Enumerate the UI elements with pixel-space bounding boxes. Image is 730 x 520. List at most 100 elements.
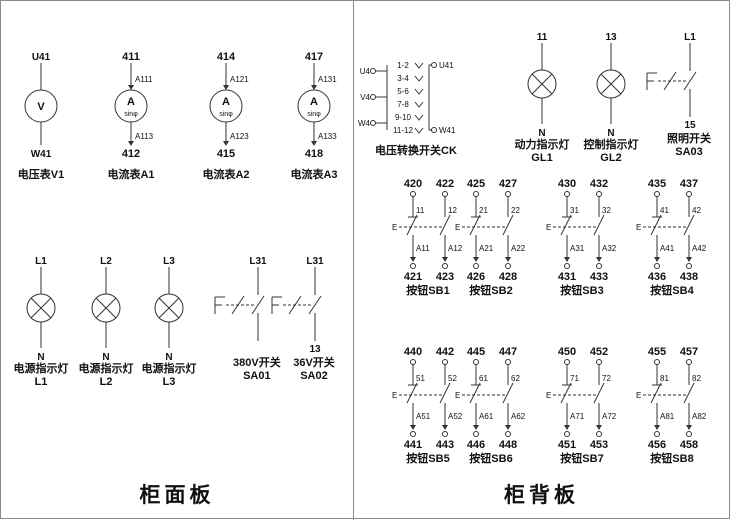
contact-label: 42	[692, 206, 701, 215]
ammeter-graphics	[114, 63, 148, 146]
lamp-symbol: 13 N	[596, 32, 626, 139]
actuator-label: E	[546, 391, 551, 400]
lamp-symbol: L3 N	[154, 256, 184, 363]
wire-label-out: A133	[318, 132, 337, 141]
contact-label: A41	[660, 244, 675, 253]
meter-letter: V	[37, 101, 45, 113]
terminal-number-bottom: 412	[122, 148, 140, 160]
terminal-label-top: 11	[537, 32, 548, 43]
pushbutton-graphics	[462, 359, 514, 437]
contact-label: 32	[602, 206, 611, 215]
contact-label: A51	[416, 412, 431, 421]
component-name: 电压转换开关CK	[375, 145, 457, 157]
terminal-number: 438	[680, 271, 698, 283]
contact-label: A72	[602, 412, 617, 421]
lamp-graphics	[527, 43, 557, 124]
pushbutton-symbol: 435 437 41 42 E A41 A42 436 438	[636, 178, 707, 283]
actuator-label: E	[392, 391, 397, 400]
contact-label: A31	[570, 244, 585, 253]
lamp-symbol: 11 N	[527, 32, 557, 139]
contact-label: A81	[660, 412, 675, 421]
terminal-label-bottom: N	[165, 352, 172, 363]
component-name: 按钮SB7	[560, 453, 604, 465]
terminal-number: 443	[436, 439, 454, 451]
component-name: 按钮SB3	[560, 285, 604, 297]
component-name: 按钮SB5	[406, 453, 450, 465]
terminal-number: 428	[499, 271, 517, 283]
contact-label: 22	[511, 206, 520, 215]
terminal-number: 447	[499, 346, 517, 358]
contact-label: A12	[448, 244, 463, 253]
actuator-label: E	[455, 223, 460, 232]
lamp-symbol: L2 N	[91, 256, 121, 363]
terminal-number: 448	[499, 439, 517, 451]
meter-letter: A	[127, 96, 135, 108]
panel-divider-line	[353, 1, 354, 520]
pushbutton-graphics	[643, 191, 695, 269]
pushbutton-sb6: 445 447 61 62 E A61 A62 446 448 按钮SB6	[454, 345, 528, 466]
contact-label: 41	[660, 206, 669, 215]
contact-label: 71	[570, 374, 579, 383]
pushbutton-graphics	[553, 191, 605, 269]
component-name: 按钮SB6	[469, 453, 513, 465]
terminal-label-top: L3	[163, 256, 175, 267]
switch-graphics	[283, 267, 322, 341]
contact-label: 21	[479, 206, 488, 215]
terminal-number: 422	[436, 178, 454, 190]
contact-label: A22	[511, 244, 526, 253]
component-name: 按钮SB8	[650, 453, 694, 465]
terminal-number-top: 414	[217, 51, 236, 63]
contact-label: 52	[448, 374, 457, 383]
left-panel-title: 柜面板	[139, 483, 215, 507]
contact-label: 82	[692, 374, 701, 383]
changeover-switch-symbol: U4 V4 W4 1-2 3-4 5-6 7-8 9-10 11-12 U41 …	[358, 61, 456, 135]
lamp-graphics	[26, 267, 56, 348]
contact-label: A82	[692, 412, 707, 421]
actuator-label: E	[636, 391, 641, 400]
pushbutton-symbol: 450 452 71 72 E A71 A72 451 453	[546, 346, 617, 451]
ammeter-a3: 417 A131 A sinφ A133 418 电流表A3	[279, 49, 349, 182]
pushbutton-graphics	[399, 359, 451, 437]
contact-label: A21	[479, 244, 494, 253]
component-name: 电流表A3	[290, 169, 338, 181]
terminal-number-bottom: 418	[305, 148, 323, 160]
switch-symbol: L1 15	[646, 32, 697, 131]
pushbutton-symbol: 430 432 31 32 E A31 A32 431 433	[546, 178, 617, 283]
terminal-number: 423	[436, 271, 454, 283]
terminal-number: 453	[590, 439, 608, 451]
pushbutton-sb5: 440 442 51 52 E A51 A52 441 443 按钮SB5	[391, 345, 465, 466]
voltmeter-symbol: U41 V W41	[24, 52, 58, 160]
switch-symbol: L31 13	[271, 256, 324, 355]
meter-sub-label: sinφ	[124, 111, 138, 118]
right-terminal-label-bottom: W41	[439, 126, 456, 135]
pushbutton-sb2: 425 427 21 22 E A21 A22 426 428 按钮SB2	[454, 177, 528, 298]
pushbutton-sb1: 420 422 11 12 E A11 A12 421 423 按钮SB1	[391, 177, 465, 298]
meter-letter: A	[222, 96, 230, 108]
terminal-label-bottom: N	[538, 128, 545, 139]
wire-label-in: A131	[318, 75, 337, 84]
terminal-label-bottom: N	[607, 128, 614, 139]
terminal-number-bottom: 415	[217, 148, 235, 160]
terminal-number: 437	[680, 178, 698, 190]
ammeter-symbol: 417 A131 A sinφ A133 418	[297, 51, 337, 160]
terminal-number: 436	[648, 271, 666, 283]
switch-graphics	[658, 43, 697, 117]
terminal-number: 441	[404, 439, 422, 451]
terminal-number-top: 411	[122, 51, 140, 63]
contact-pair-label: 9-10	[395, 113, 412, 122]
terminal-number: 420	[404, 178, 422, 190]
contact-pair-label: 7-8	[397, 100, 409, 109]
terminal-number: 426	[467, 271, 485, 283]
ammeter-graphics	[209, 63, 243, 146]
meter-letter: A	[310, 96, 318, 108]
actuator-label: E	[636, 223, 641, 232]
